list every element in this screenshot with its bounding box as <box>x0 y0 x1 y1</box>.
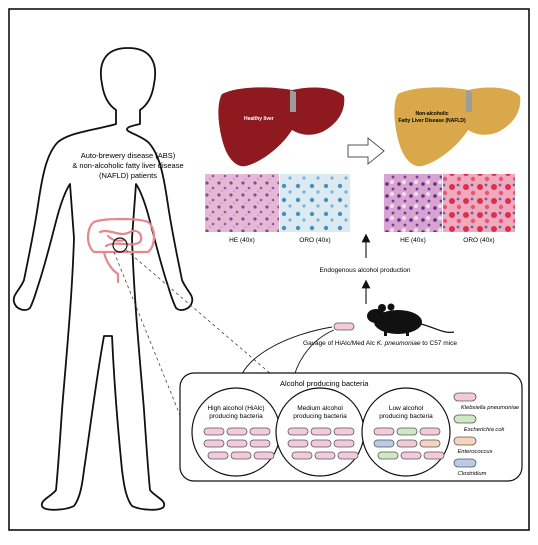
group-hialc-label-2: producing bacteria <box>209 413 263 420</box>
bacterium-capsule <box>400 451 422 460</box>
bacterium-capsule <box>310 427 332 436</box>
zoom-line-lower <box>113 251 191 441</box>
legend-swatch-klebsiella <box>453 392 477 402</box>
label-oro-nafld: ORO (40x) <box>463 237 494 244</box>
bacterium-capsule <box>396 427 418 436</box>
outer-border <box>8 8 530 531</box>
legend-label-ecoli: Escherichia coli <box>464 427 505 433</box>
legend-swatch-ecoli <box>453 414 477 424</box>
mouse-icon <box>367 303 455 336</box>
label-he-healthy: HE (40x) <box>229 237 255 244</box>
bacterium-capsule <box>419 427 441 436</box>
bacterium-capsule <box>377 451 399 460</box>
healthy-liver: Healthy liver <box>218 87 345 167</box>
gavage-label: Gavage of HiAlc/Med Alc K. pneumoniae to… <box>303 340 457 347</box>
nafld-liver: Non-alcoholic Fatty Liver Disease (NAFLD… <box>394 87 521 167</box>
nafld-liver-label-1: Non-alcoholic <box>415 111 448 117</box>
bacterium-capsule <box>203 427 225 436</box>
bacterium-capsule <box>287 427 309 436</box>
bacterium-capsule <box>314 451 336 460</box>
bacterium-capsule <box>333 427 355 436</box>
histology-he-nafld <box>384 174 442 232</box>
bacterium-capsule <box>249 439 271 448</box>
histology-oro-nafld <box>443 174 515 232</box>
group-hialc-label-1: High alcohol (HiAlc) <box>207 405 264 412</box>
patient-label-line-3: (NAFLD) patients <box>99 171 157 180</box>
legend-label-clostridium: Clostridium <box>458 471 487 477</box>
bacterium-capsule <box>337 451 359 460</box>
human-silhouette <box>12 47 194 511</box>
bacteria-panel-title: Alcohol producing bacteria <box>280 379 369 388</box>
histology-oro-healthy <box>280 174 350 232</box>
transition-arrow <box>347 136 385 166</box>
bacterium-capsule <box>207 451 229 460</box>
intestine-illustration <box>86 217 156 284</box>
label-he-nafld: HE (40x) <box>400 237 426 244</box>
bacterium-capsule <box>373 427 395 436</box>
group-medalc-label-1: Medium alcohol <box>297 405 343 412</box>
legend-label-klebsiella: Klebsiella pneumoniae <box>461 405 520 411</box>
bacterium-capsule <box>249 427 271 436</box>
bacterium-capsule <box>291 451 313 460</box>
group-medalc-label-2: producing bacteria <box>293 413 347 420</box>
bacterium-capsule <box>203 439 225 448</box>
bacterium-capsule <box>333 439 355 448</box>
bacterium-capsule <box>310 439 332 448</box>
legend-label-enterococcus: Enterococcus <box>457 449 492 455</box>
group-lowalc-label-1: Low alcohol <box>389 405 424 412</box>
bacterium-capsule <box>373 439 395 448</box>
zoom-line-upper <box>125 249 279 381</box>
patient-label-line-1: Auto-brewery disease (ABS) <box>81 151 176 160</box>
gavage-bacterium <box>333 322 355 331</box>
group-lowalc-label-2: producing bacteria <box>379 413 433 420</box>
bacterium-capsule <box>253 451 275 460</box>
histology-he-healthy <box>205 174 279 232</box>
legend-swatch-enterococcus <box>453 436 477 446</box>
bacteria-layer <box>203 427 445 460</box>
legend-swatch-clostridium <box>453 458 477 468</box>
label-oro-healthy: ORO (40x) <box>299 237 330 244</box>
bacterium-capsule <box>226 427 248 436</box>
species-legend: Klebsiella pneumoniae Escherichia coli E… <box>453 392 520 477</box>
healthy-liver-label: Healthy liver <box>244 116 274 122</box>
bacterium-capsule <box>419 439 441 448</box>
bacterium-capsule <box>230 451 252 460</box>
bacterium-capsule <box>423 451 445 460</box>
patient-label-line-2: & non-alcoholic fatty liver disease <box>72 161 183 170</box>
bacterium-capsule <box>396 439 418 448</box>
focus-circle <box>112 237 128 253</box>
bacterium-capsule <box>226 439 248 448</box>
endogenous-alcohol-label: Endogenous alcohol production <box>319 267 410 274</box>
nafld-liver-label-2: Fatty Liver Disease (NAFLD) <box>398 118 466 124</box>
bacterium-capsule <box>287 439 309 448</box>
